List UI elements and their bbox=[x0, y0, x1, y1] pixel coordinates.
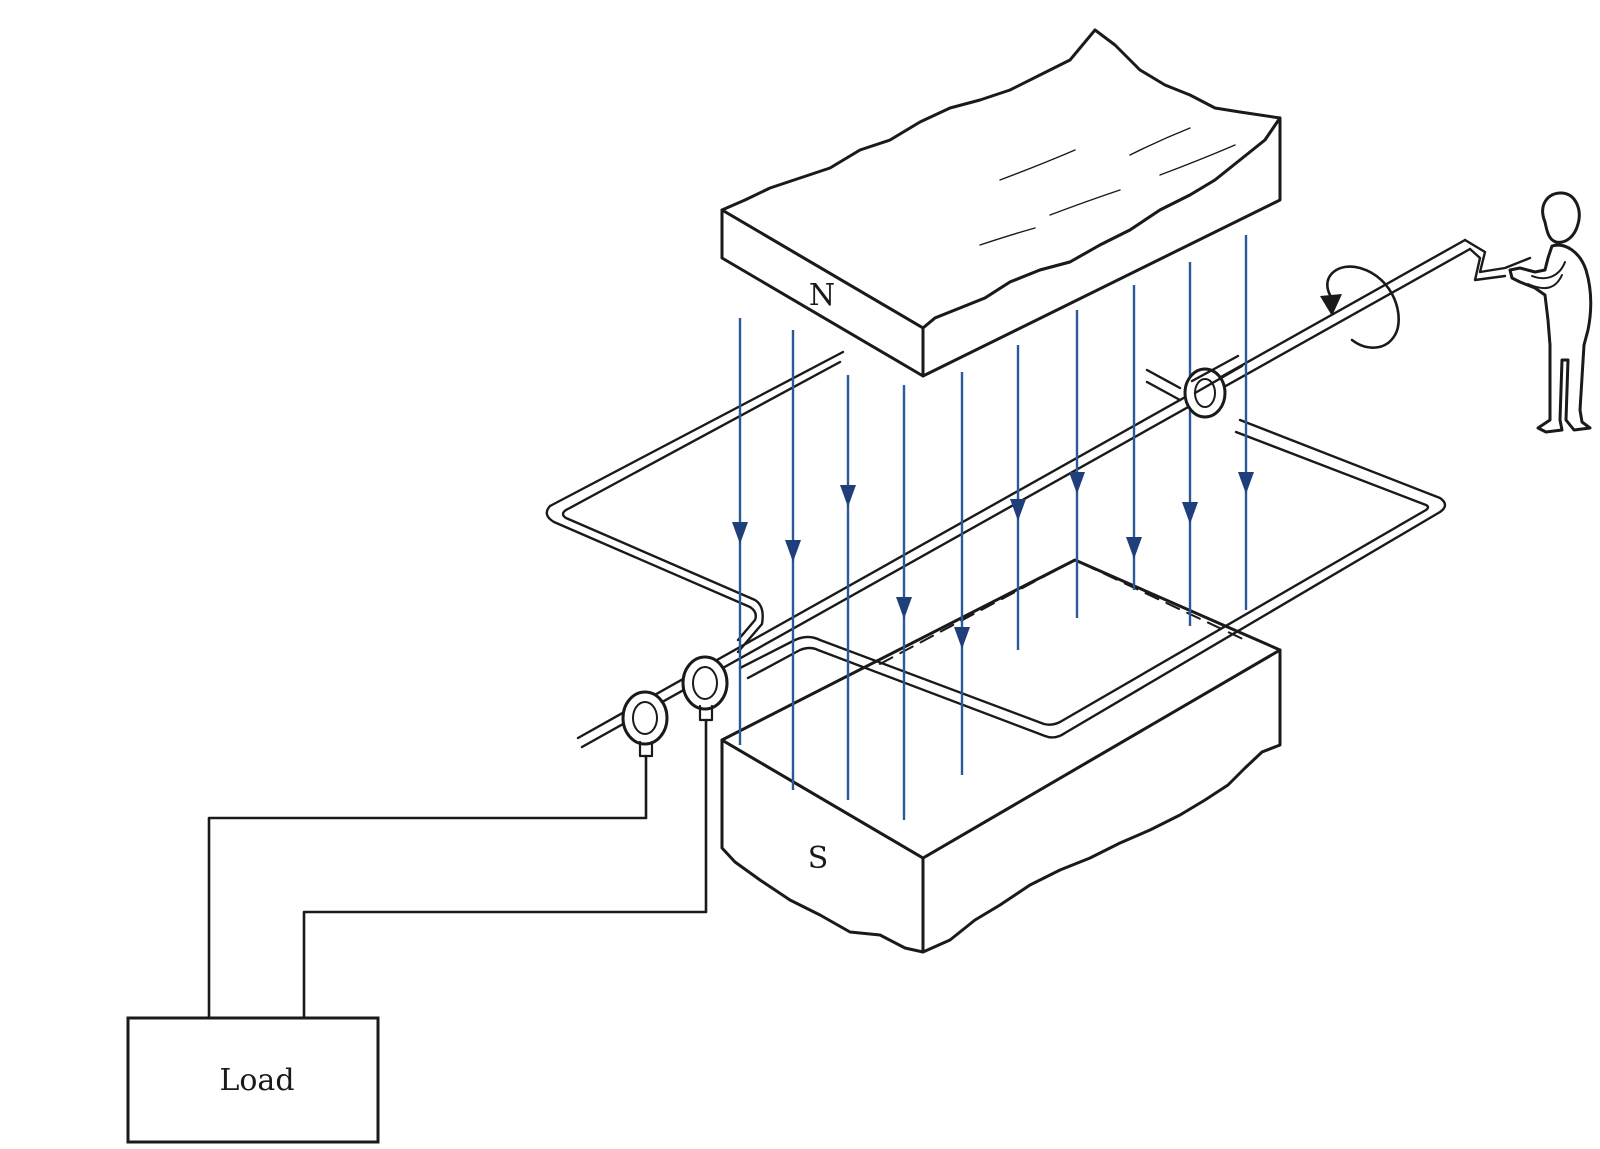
load-wire-2 bbox=[302, 718, 708, 1020]
field-arrowhead bbox=[1126, 537, 1142, 559]
field-arrowhead bbox=[1069, 472, 1085, 494]
coil-wire-outer bbox=[545, 350, 1447, 739]
bearing bbox=[1183, 354, 1244, 419]
bearing-disc bbox=[1183, 367, 1227, 419]
north-magnet: N bbox=[720, 28, 1282, 378]
slip-ring-2-disc bbox=[621, 690, 669, 746]
crank-handle bbox=[1463, 238, 1532, 274]
load-label: Load bbox=[219, 1063, 294, 1098]
field-arrowhead bbox=[785, 540, 801, 562]
slip-ring-1-disc bbox=[681, 655, 729, 711]
person-body bbox=[1508, 243, 1593, 434]
slip-ring-1-hub bbox=[692, 666, 718, 700]
load-wire-1 bbox=[207, 754, 648, 1020]
field-arrowhead bbox=[954, 627, 970, 649]
load-wires bbox=[207, 718, 708, 1020]
slip-ring-1 bbox=[681, 655, 729, 722]
field-arrowhead bbox=[1238, 472, 1254, 494]
slip-ring-2 bbox=[621, 690, 669, 758]
coil-wire-inner bbox=[561, 360, 1430, 726]
shaft-line-bottom bbox=[580, 247, 1472, 749]
north-magnet-texture bbox=[979, 127, 1236, 246]
crank-handle-back bbox=[1468, 247, 1507, 282]
rotation-arrow-icon bbox=[1320, 265, 1400, 349]
south-pole-label: S bbox=[808, 841, 829, 876]
south-magnet-side-face bbox=[921, 648, 1282, 954]
field-arrowhead bbox=[840, 485, 856, 507]
slip-ring-2-hub bbox=[632, 701, 658, 735]
rotation-arrowhead bbox=[1320, 294, 1342, 316]
person-arm bbox=[1527, 261, 1566, 290]
field-arrowhead bbox=[896, 597, 912, 619]
person-head bbox=[1541, 191, 1581, 244]
load-box: Load bbox=[126, 1016, 380, 1144]
shaft-line-top bbox=[576, 238, 1467, 740]
north-magnet-side-face bbox=[921, 116, 1282, 378]
person-cranking-figure bbox=[1508, 191, 1593, 434]
shaft bbox=[576, 238, 1532, 749]
field-arrowhead bbox=[732, 522, 748, 544]
north-pole-label: N bbox=[809, 278, 835, 313]
load-rect bbox=[126, 1016, 380, 1144]
field-arrowhead bbox=[1010, 499, 1026, 521]
field-arrowhead bbox=[1182, 502, 1198, 524]
magnetic-field-lines bbox=[732, 235, 1254, 820]
south-magnet-hidden-edge bbox=[879, 559, 1246, 665]
coil-loop bbox=[545, 350, 1447, 739]
slip-rings bbox=[621, 655, 729, 758]
rotation-arc bbox=[1326, 265, 1400, 349]
south-magnet: S bbox=[720, 558, 1282, 954]
bearing-shaft-front bbox=[1190, 354, 1244, 395]
